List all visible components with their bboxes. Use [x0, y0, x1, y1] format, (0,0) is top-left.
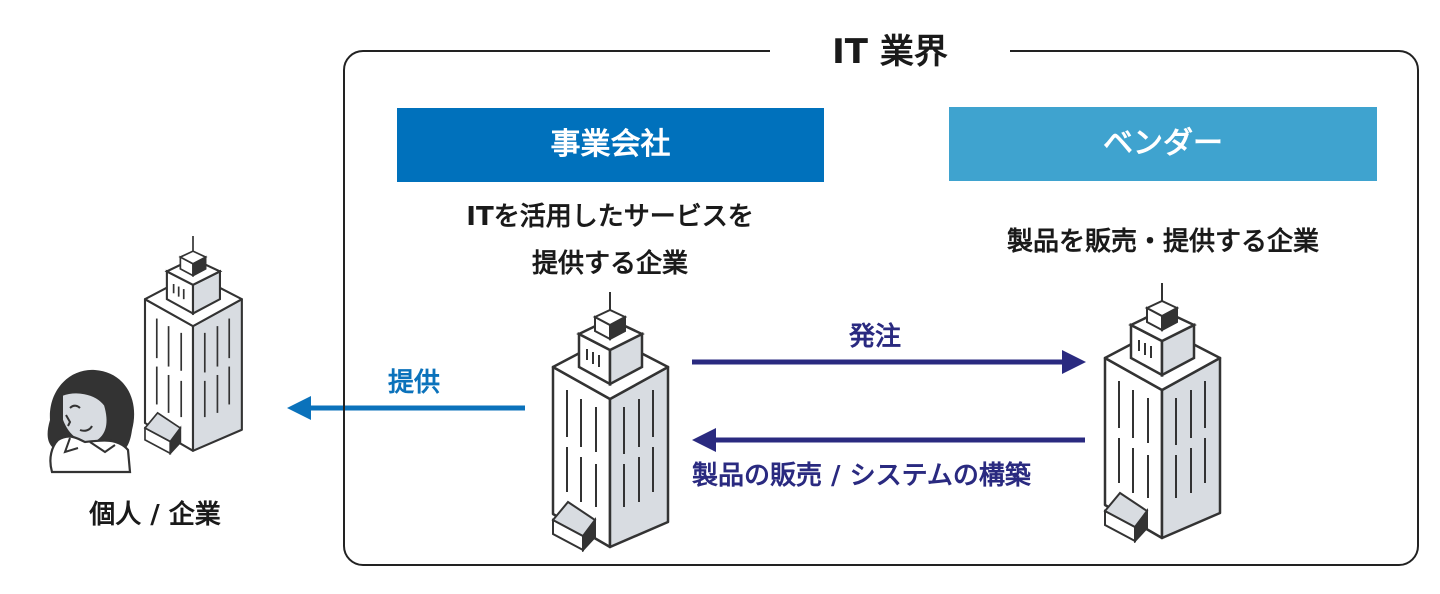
company-description: ITを活用したサービスを 提供する企業 [390, 194, 830, 288]
person-icon [47, 369, 135, 474]
company-desc-line-1: ITを活用したサービスを [466, 202, 754, 232]
supply-label: 製品の販売 / システムの構築 [692, 461, 1031, 491]
provide-label: 提供 [388, 368, 441, 398]
order-label: 発注 [849, 322, 902, 352]
company-box: 事業会社 [397, 108, 824, 182]
customer-label: 個人 / 企業 [89, 500, 221, 530]
customer-building-icon [143, 236, 243, 455]
vendor-box: ベンダー [949, 107, 1377, 181]
vendor-description: 製品を販売・提供する企業 [1006, 227, 1319, 257]
company-desc-line-2: 提供する企業 [531, 249, 688, 279]
order-arrowhead-icon [1062, 350, 1086, 374]
supply-arrowhead-icon [692, 428, 716, 452]
provide-arrowhead-icon [287, 396, 311, 420]
frame-title: IT 業界 [770, 28, 1010, 76]
